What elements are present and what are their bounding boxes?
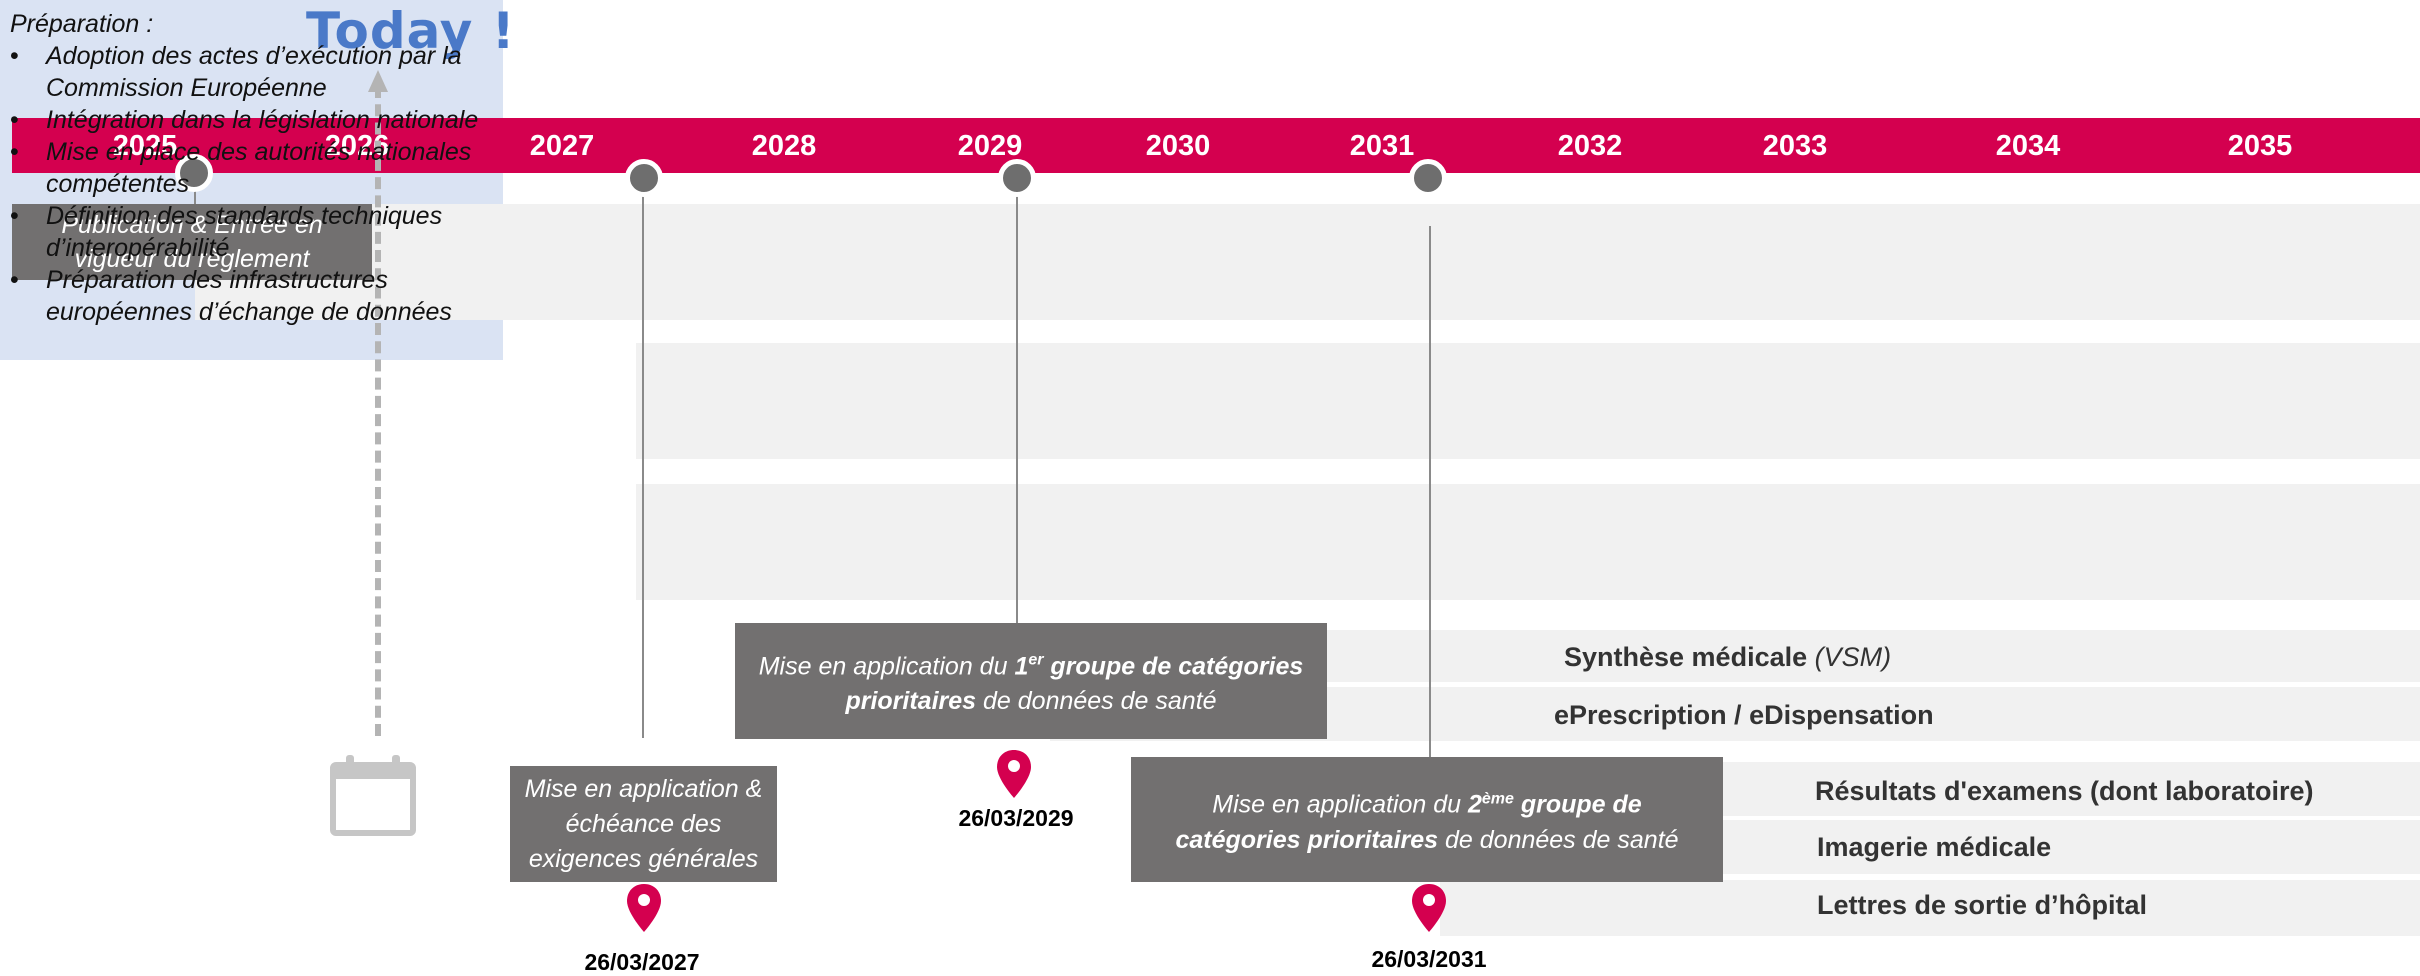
date-2029: 26/03/2029: [958, 805, 1074, 831]
band-row-3: [636, 484, 2420, 600]
group2-box: Mise en application du 2ème groupe de ca…: [1131, 757, 1723, 882]
date-2031: 26/03/2031: [1371, 946, 1487, 972]
preparation-item: Préparation des infrastructures européen…: [10, 264, 493, 328]
year-label: 2032: [1557, 130, 1623, 162]
year-label: 2035: [2227, 130, 2293, 162]
calendar-icon: [330, 755, 416, 836]
group1-text: Mise en application du 1er groupe de cat…: [758, 651, 1304, 716]
today-dashed-line: [375, 86, 381, 736]
general-requirements-text: Mise en application & échéance des exige…: [524, 774, 763, 873]
band-row-2: [636, 343, 2420, 459]
year-label: 2030: [1145, 130, 1211, 162]
preparation-title: Préparation :: [10, 10, 154, 38]
year-label: 2033: [1762, 130, 1828, 162]
category-imaging: Imagerie médicale: [1817, 832, 2052, 862]
map-pin-icon: [627, 884, 661, 932]
map-pin-icon: [997, 750, 1031, 798]
category-discharge: Lettres de sortie d’hôpital: [1817, 890, 2148, 920]
milestone-dot-2031: [1409, 159, 1447, 197]
band-row-4: [1326, 630, 2420, 682]
map-pin-icon: [1412, 884, 1446, 932]
year-label: 2034: [1995, 130, 2061, 162]
year-label: 2028: [751, 130, 817, 162]
band-row-7: [1723, 820, 2420, 874]
milestone-line-2031: [1429, 226, 1431, 758]
preparation-list: Adoption des actes d’exécution par la Co…: [10, 40, 493, 328]
group1-box: Mise en application du 1er groupe de cat…: [735, 623, 1327, 739]
category-vsm: Synthèse médicale (VSM): [1564, 642, 1892, 672]
milestone-dot-2027: [625, 159, 663, 197]
preparation-item: Adoption des actes d’exécution par la Co…: [10, 40, 493, 104]
year-label: 2027: [529, 130, 595, 162]
preparation-item: Mise en place des autorités nationales c…: [10, 136, 493, 200]
date-2027: 26/03/2027: [584, 949, 700, 975]
general-requirements-box: Mise en application & échéance des exige…: [510, 766, 777, 882]
milestone-line-2029: [1016, 178, 1018, 624]
preparation-box: Préparation : Adoption des actes d’exécu…: [0, 0, 503, 360]
milestone-line-2027: [642, 178, 644, 738]
group2-text: Mise en application du 2ème groupe de ca…: [1175, 790, 1679, 854]
year-label: 2029: [957, 130, 1023, 162]
category-eprescription: ePrescription / eDispensation: [1554, 700, 1934, 730]
preparation-item: Intégration dans la législation national…: [10, 104, 493, 136]
band-row-6: [1723, 762, 2420, 816]
preparation-item: Définition des standards techniques d’in…: [10, 200, 493, 264]
band-row-1: [195, 204, 2420, 320]
category-results: Résultats d'examens (dont laboratoire): [1815, 776, 2314, 806]
band-row-8: [1440, 880, 2420, 936]
milestone-dot-2029: [998, 159, 1036, 197]
year-label: 2031: [1349, 130, 1415, 162]
